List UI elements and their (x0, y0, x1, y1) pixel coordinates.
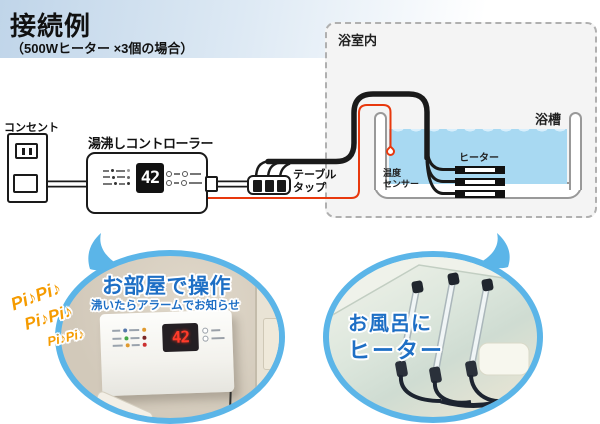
socket-slot (29, 148, 32, 155)
indicator-text-mark (103, 182, 112, 185)
socket-slot (22, 148, 25, 155)
outlet-socket (15, 143, 38, 159)
photo-power-cable (95, 389, 155, 418)
button-text-mark (174, 172, 180, 175)
page-subtitle: （500Wヒーター ×3個の場合） (11, 41, 194, 56)
heater-cap (497, 166, 505, 174)
led-red (142, 342, 147, 347)
indicator-led (114, 182, 117, 185)
heater-bar-1 (455, 166, 505, 174)
photo-led-rows (112, 327, 147, 348)
led-green (123, 335, 129, 340)
button-text-mark (211, 328, 221, 331)
indicator-text-mark (103, 176, 110, 178)
room-bubble-title: お部屋で操作 (102, 275, 231, 298)
bath-tray (478, 342, 530, 376)
led-text-mark (131, 343, 140, 347)
controller-display: 42 (136, 163, 164, 193)
led-row (112, 342, 147, 348)
photo-controller-display: 42 (161, 322, 199, 353)
heater-body (463, 178, 497, 186)
bath-photo-heaters (329, 257, 537, 409)
indicator-text-mark (119, 182, 125, 185)
table-tap (247, 175, 291, 195)
bath-bubble-title-line1: お風呂に (348, 313, 432, 335)
led-dark-red (141, 335, 147, 340)
button-row (202, 327, 224, 334)
led-blue (122, 328, 127, 333)
heater-cap (455, 190, 463, 198)
indicator-led (127, 175, 130, 179)
led-orange (141, 327, 146, 332)
button-row (166, 170, 202, 177)
tap-plug (253, 180, 262, 192)
photo-sensor-wire (228, 391, 232, 418)
indicator-row (103, 175, 130, 179)
led-text-mark (112, 337, 122, 340)
led-text-mark (130, 336, 140, 339)
button-ring (202, 335, 209, 342)
led-text-mark (129, 328, 140, 332)
heater-bar-3 (455, 190, 505, 198)
photo-heater-rods (395, 272, 494, 384)
controller-connector (205, 176, 218, 192)
door-plate (263, 318, 279, 370)
button-ring (166, 179, 172, 186)
bathtub-label: 浴槽 (535, 112, 562, 127)
controller-button-rows (166, 170, 202, 186)
indicator-led (111, 169, 114, 172)
outlet-label: コンセント (4, 122, 59, 134)
room-bubble-subtitle: 沸いたらアラームでお知らせ (91, 300, 240, 312)
led-text-mark (112, 344, 123, 347)
led-orange (125, 343, 130, 348)
tap-plug (277, 180, 286, 192)
heater-cap (455, 178, 463, 186)
led-row (112, 335, 147, 340)
heater-cap (455, 166, 463, 174)
bath-photo-bubble: お風呂に ヒーター (323, 251, 543, 423)
button-text-mark (189, 181, 202, 184)
button-text-mark (211, 336, 225, 340)
controller-label: 湯沸しコントローラー (88, 136, 214, 151)
indicator-led (127, 182, 130, 185)
power-plug (13, 174, 38, 193)
tap-plug (265, 180, 274, 192)
indicator-text-mark (117, 176, 125, 178)
indicator-row (103, 169, 130, 172)
sensor-label: 温度 センサー (383, 168, 420, 189)
indicator-row (103, 182, 130, 185)
button-text-mark (190, 172, 201, 175)
heater-bar-2 (455, 178, 505, 186)
tub-rim-highlight (329, 257, 537, 317)
button-text-mark (174, 181, 179, 184)
photo-heater-cables (398, 374, 527, 409)
bathtub-wall-right (569, 112, 582, 190)
table-tap-label: テーブル タップ (293, 169, 337, 194)
tub-edge-line (329, 264, 537, 318)
heater-body (463, 166, 497, 174)
heater-label: ヒーター (459, 153, 499, 164)
heater-cap (497, 190, 505, 198)
indicator-text-mark (116, 169, 125, 172)
heater-body (463, 190, 497, 198)
heater-cap (497, 178, 505, 186)
room-photo-bubble: 42 お部屋で操作 沸いたらアラームでお知らせ (55, 250, 285, 424)
button-row (202, 335, 225, 342)
indicator-led (112, 175, 115, 179)
bath-bubble-title-line2: ヒーター (348, 338, 445, 363)
bathroom-label: 浴室内 (338, 33, 378, 48)
led-row (112, 327, 146, 333)
room-photo-controller: 42 (95, 309, 235, 418)
button-ring (202, 327, 209, 334)
photo-button-rows (202, 327, 225, 342)
button-ring (166, 170, 172, 177)
led-text-mark (112, 329, 121, 332)
indicator-text-mark (103, 169, 109, 172)
controller-indicator-rows (103, 169, 130, 185)
button-ring (182, 170, 188, 177)
button-ring (181, 179, 187, 186)
button-row (166, 179, 202, 186)
indicator-led (127, 169, 130, 172)
page-title: 接続例 (10, 11, 92, 41)
